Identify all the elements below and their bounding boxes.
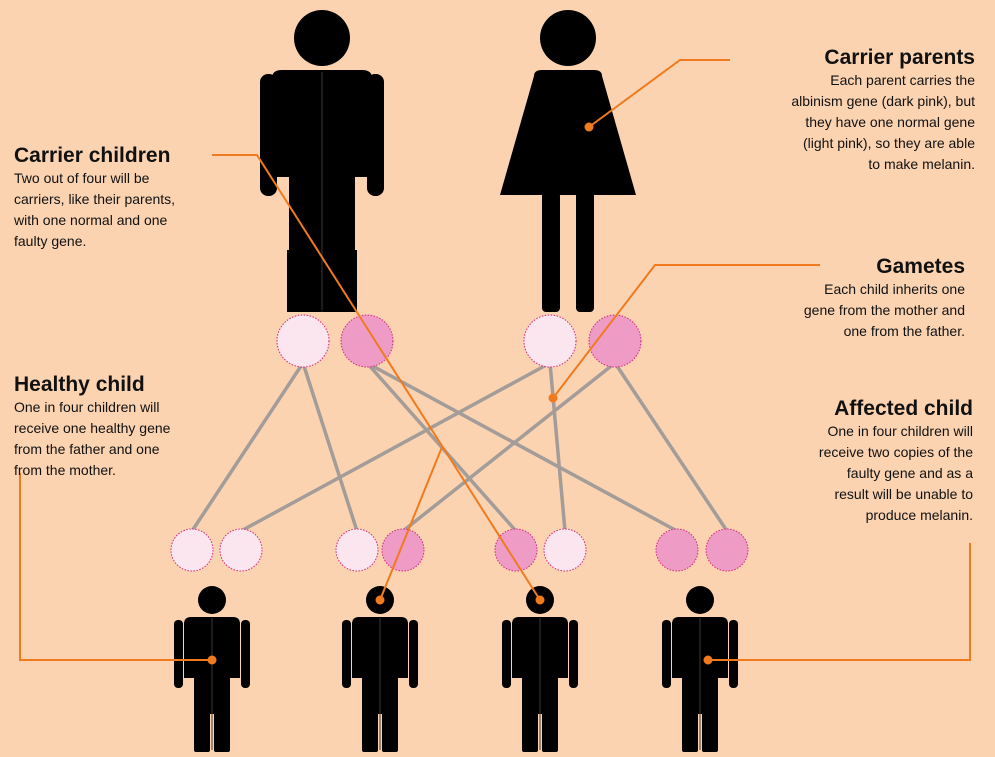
child-figure <box>662 586 738 752</box>
parent-gene-faulty <box>340 314 394 368</box>
carrier-parents-text-line: (light pink), so they are able <box>803 135 975 151</box>
healthy-child-text-line: One in four children will <box>14 399 160 415</box>
child-gene-normal <box>219 528 263 572</box>
child-leg <box>522 712 538 752</box>
carrier-children-text-line: carriers, like their parents, <box>14 191 176 207</box>
carrier-children-callout-b <box>379 446 443 601</box>
affected-child-text-line: faulty gene and as a <box>846 465 973 481</box>
child-gene-normal <box>543 528 587 572</box>
carrier-parents-text-line: to make melanin. <box>868 156 975 172</box>
carrier-parents-text-line: Each parent carries the <box>830 72 975 88</box>
child-gene-faulty <box>381 528 425 572</box>
father-head <box>294 10 350 66</box>
carrier-children-label: Carrier children Two out of four will be… <box>14 143 274 252</box>
gamete-connector <box>613 362 729 532</box>
healthy-child-title: Healthy child <box>14 373 145 396</box>
healthy-child-text-line: from the father and one <box>14 441 160 457</box>
parent-gene-normal <box>523 314 577 368</box>
mother-head <box>540 10 596 66</box>
affected-child-label: Affected child One in four children will… <box>710 396 973 526</box>
gamete-connector <box>301 362 359 532</box>
gametes-title: Gametes <box>876 255 965 278</box>
child-gene-faulty <box>494 528 538 572</box>
gamete-connector <box>190 362 305 532</box>
gamete-connector <box>548 362 567 532</box>
callout-dot <box>375 595 385 605</box>
affected-child-text-line: receive two copies of the <box>818 444 973 460</box>
callout-dot <box>548 393 558 403</box>
carrier-parents-text-line: albinism gene (dark pink), but <box>791 93 975 109</box>
parent-gene-normal <box>276 314 330 368</box>
healthy-child-text-line: receive one healthy gene <box>14 420 171 436</box>
child-figure <box>342 586 418 752</box>
gametes-text-line: one from the father. <box>843 323 965 339</box>
father-arm <box>367 74 384 196</box>
mother-leg <box>542 192 560 312</box>
healthy-child-text-line: from the mother. <box>14 462 116 478</box>
healthy-child-callout <box>19 473 212 661</box>
child-arm <box>241 620 250 688</box>
carrier-children-callout-a <box>212 154 541 601</box>
gametes-text-line: gene from the mother and <box>803 302 965 318</box>
child-leg <box>214 712 230 752</box>
child-leg <box>682 712 698 752</box>
gamete-connector <box>401 361 617 533</box>
mother-arm <box>592 74 622 163</box>
child-leg <box>542 712 558 752</box>
carrier-children-text-line: with one normal and one <box>14 212 168 228</box>
carrier-parents-label: Carrier parents Each parent carries the … <box>648 45 975 175</box>
genes <box>170 314 749 572</box>
carrier-children-title: Carrier children <box>14 144 171 167</box>
child-head <box>198 586 226 614</box>
parent-gene-faulty <box>588 314 642 368</box>
affected-child-callout <box>708 543 971 661</box>
child-figure <box>502 586 578 752</box>
father-figure <box>260 10 384 312</box>
mother-leg <box>576 192 594 312</box>
child-figure <box>174 586 250 752</box>
child-leg <box>382 712 398 752</box>
affected-child-title: Affected child <box>834 397 973 420</box>
child-arm <box>174 620 183 688</box>
gametes-label: Gametes Each child inherits one gene fro… <box>680 254 965 342</box>
affected-child-text-line: One in four children will <box>827 423 973 439</box>
child-leg <box>362 712 378 752</box>
gamete-connector <box>366 361 678 533</box>
carrier-parents-text-line: they have one normal gene <box>805 114 975 130</box>
child-gene-faulty <box>655 528 699 572</box>
affected-child-text-line: result will be unable to <box>834 486 973 502</box>
callout-dot <box>207 655 217 665</box>
gamete-connector <box>240 361 551 533</box>
healthy-child-label: Healthy child One in four children will … <box>14 372 274 481</box>
child-arm <box>729 620 738 688</box>
callout-dot <box>703 655 713 665</box>
child-arm <box>502 620 511 688</box>
child-head <box>686 586 714 614</box>
mother-figure <box>500 10 636 312</box>
child-gene-normal <box>170 528 214 572</box>
child-leg <box>194 712 210 752</box>
carrier-parents-title: Carrier parents <box>824 46 975 69</box>
carrier-children-text-line: faulty gene. <box>14 233 87 249</box>
gametes-callout <box>552 264 820 399</box>
mother-arm <box>514 74 544 163</box>
callout-lines <box>19 59 971 665</box>
affected-child-text-line: produce melanin. <box>865 507 973 523</box>
callout-dot <box>584 122 594 132</box>
child-gene-normal <box>335 528 379 572</box>
child-arm <box>569 620 578 688</box>
child-gene-faulty <box>705 528 749 572</box>
callout-dot <box>535 595 545 605</box>
carrier-children-text-line: Two out of four will be <box>14 170 150 186</box>
child-arm <box>662 620 671 688</box>
gametes-text-line: Each child inherits one <box>824 281 965 297</box>
father-leg <box>323 250 357 312</box>
carrier-parents-callout <box>588 59 730 128</box>
child-arm <box>342 620 351 688</box>
child-arm <box>409 620 418 688</box>
child-leg <box>702 712 718 752</box>
